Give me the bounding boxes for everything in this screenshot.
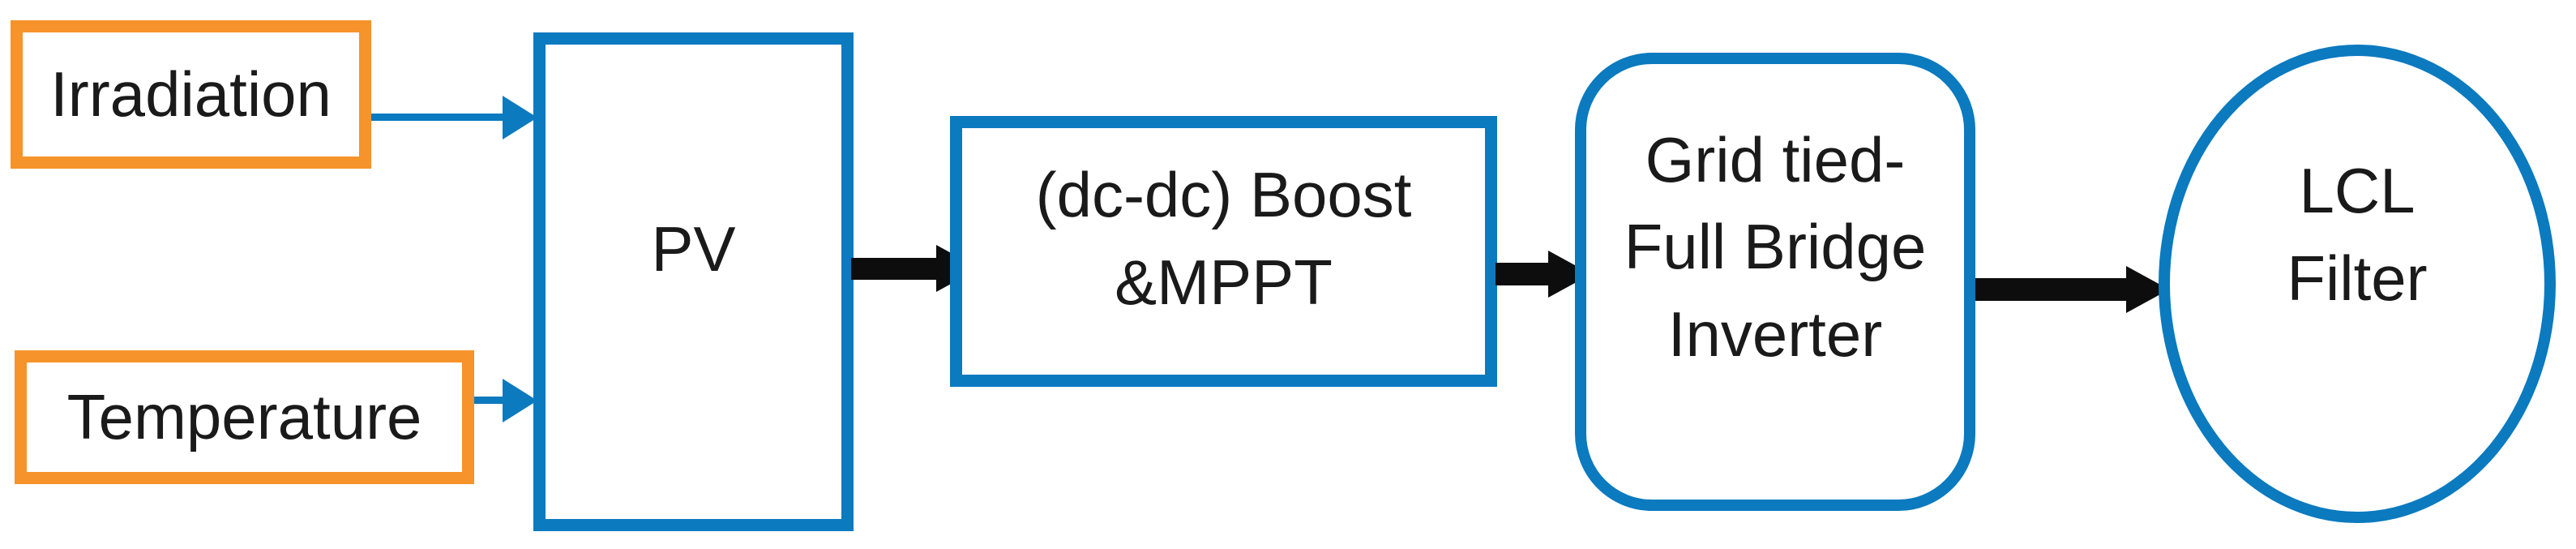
inverter-label-line2: Full Bridge [1624, 211, 1927, 283]
arrow-pv-to-boost-shaft [851, 258, 940, 280]
input-box-temperature: Temperature [15, 350, 474, 484]
arrow-inverter-to-lcl-shaft [1975, 278, 2129, 301]
pv-label: PV [651, 212, 736, 285]
arrow-irradiation-to-pv-head-icon [503, 96, 537, 139]
arrow-irradiation-to-pv-shaft [371, 114, 507, 121]
block-boost-mppt: (dc-dc) Boost &MPPT [950, 116, 1497, 387]
boost-label-line1: (dc-dc) Boost [1035, 159, 1412, 231]
input-box-irradiation: Irradiation [11, 20, 371, 169]
boost-label-line2: &MPPT [1115, 247, 1333, 318]
block-grid-tied-inverter: Grid tied- Full Bridge Inverter [1575, 53, 1975, 511]
inverter-label-line1: Grid tied- [1645, 123, 1906, 195]
block-pv: PV [533, 32, 854, 531]
block-lcl-filter: LCL Filter [2159, 45, 2556, 523]
irradiation-label: Irradiation [50, 58, 332, 130]
arrow-temperature-to-pv-head-icon [503, 379, 537, 422]
lcl-label-line2: Filter [2287, 242, 2428, 314]
inverter-label-line3: Inverter [1667, 298, 1883, 370]
lcl-label-line1: LCL [2299, 155, 2416, 227]
arrow-temperature-to-pv-shaft [474, 397, 507, 404]
temperature-label: Temperature [66, 380, 422, 452]
arrow-boost-to-inverter-shaft [1496, 263, 1552, 285]
